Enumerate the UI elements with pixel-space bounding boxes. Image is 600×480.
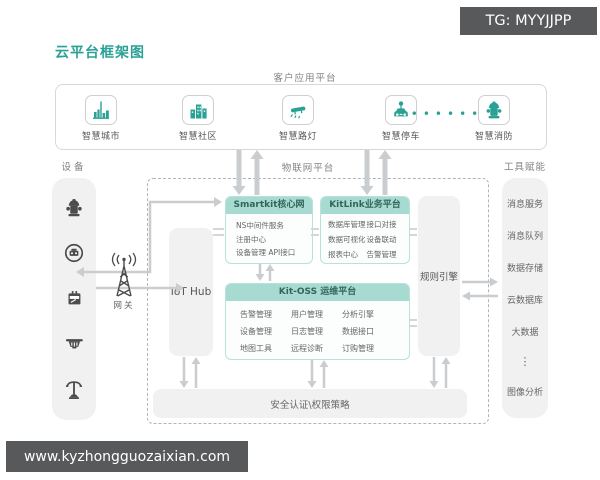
website-watermark: www.kyzhongguozaixian.com: [6, 441, 248, 472]
smart-parking-icon: [385, 95, 417, 125]
gateway-antenna-icon: [111, 252, 137, 297]
fire-hydrant-icon: [66, 199, 82, 217]
kitlink-item: 数据可视化: [328, 235, 366, 244]
tool-item: 消息队列: [506, 232, 543, 243]
tools-box: 消息服务 消息队列 数据存储 云数据库 大数据 ⋮ 图像分析: [502, 178, 548, 418]
app-item-smart-city: 智慧城市: [69, 95, 133, 142]
kitoss-title: Kit-OSS 运维平台: [226, 284, 409, 301]
kitlink-item: 设备联动: [366, 235, 397, 244]
app-item-label: 智慧消防: [474, 132, 513, 142]
app-item-smart-streetlight: 智慧路灯: [266, 95, 330, 142]
kitoss-item: 告警管理: [240, 310, 272, 319]
camera-icon: [64, 244, 84, 263]
kitoss-item: 数据接口: [342, 327, 374, 336]
gateway-label: 网关: [113, 301, 135, 311]
kitoss-item: 订购管理: [342, 344, 374, 353]
devices-box: [52, 178, 96, 420]
security-policy-box: 安全认证\权限策略: [153, 389, 467, 418]
app-platform-label: 客户应用平台: [273, 73, 337, 84]
tool-item: 大数据: [511, 327, 539, 338]
app-item-label: 智慧停车: [381, 132, 420, 142]
iot-platform-container: [147, 178, 489, 424]
smartkit-item: 设备管理 API接口: [236, 248, 296, 257]
app-platform-box: 智慧城市 智慧社区: [55, 84, 547, 150]
kitoss-item: 地图工具: [240, 344, 272, 353]
tool-item: 云数据库: [506, 295, 543, 306]
app-item-smart-community: 智慧社区: [166, 95, 230, 142]
kitlink-title: KitLink业务平台: [321, 197, 409, 214]
rules-engine-box: 规则引擎: [418, 196, 460, 356]
iot-platform-label: 物联网平台: [281, 163, 335, 174]
kitlink-item: 报表中心: [328, 250, 358, 259]
page-title: 云平台框架图: [55, 45, 145, 61]
street-lamp-icon: [65, 380, 83, 399]
app-item-label: 智慧城市: [81, 132, 120, 142]
app-item-smart-fire: 智慧消防: [462, 95, 526, 142]
tool-item: 消息服务: [506, 200, 543, 211]
iot-hub-box: IoT Hub: [169, 228, 213, 356]
kitlink-item: 告警管理: [366, 250, 397, 259]
devices-label: 设备: [61, 162, 87, 173]
smartkit-core-title: Smartkit核心网: [226, 197, 312, 214]
app-item-smart-parking: 智慧停车: [369, 95, 433, 142]
app-item-label: 智慧路灯: [278, 132, 317, 142]
smart-community-icon: [182, 95, 214, 125]
smoke-detector-icon: [65, 338, 83, 349]
smartkit-core-box: Smartkit核心网 NS中间件服务 注册中心 设备管理 API接口: [225, 196, 313, 264]
kitoss-item: 日志管理: [291, 327, 323, 336]
kitlink-business-box: KitLink业务平台 数据库管理 接口对接 数据可视化 设备联动 报表中心 告…: [320, 196, 410, 264]
telegram-watermark: TG: MYYJJPP: [460, 7, 597, 35]
kitoss-item: 设备管理: [240, 327, 272, 336]
smartkit-item: 注册中心: [236, 234, 266, 244]
smart-fire-icon: [478, 95, 510, 125]
kitoss-item: 远程诊断: [291, 344, 323, 353]
smart-city-icon: [85, 95, 117, 125]
smartkit-item: NS中间件服务: [236, 221, 284, 230]
kitoss-item: 分析引擎: [342, 310, 374, 319]
smart-streetlight-icon: [282, 95, 314, 125]
app-item-label: 智慧社区: [178, 132, 217, 142]
vertical-ellipsis: ⋮: [519, 354, 531, 368]
tool-item: 图像分析: [506, 388, 543, 399]
tools-label: 工具赋能: [503, 162, 546, 173]
electric-meter-icon: [68, 291, 81, 305]
tool-item: 数据存储: [506, 264, 543, 275]
right-arrowhead: [490, 277, 498, 287]
ellipsis-dots: ••••••: [410, 107, 484, 121]
kitlink-item: 数据库管理: [328, 220, 366, 229]
kitoss-operations-box: Kit-OSS 运维平台 告警管理 用户管理 分析引擎 设备管理 日志管理 数据…: [225, 283, 410, 360]
kitlink-item: 接口对接: [366, 220, 397, 229]
kitoss-item: 用户管理: [291, 310, 323, 319]
